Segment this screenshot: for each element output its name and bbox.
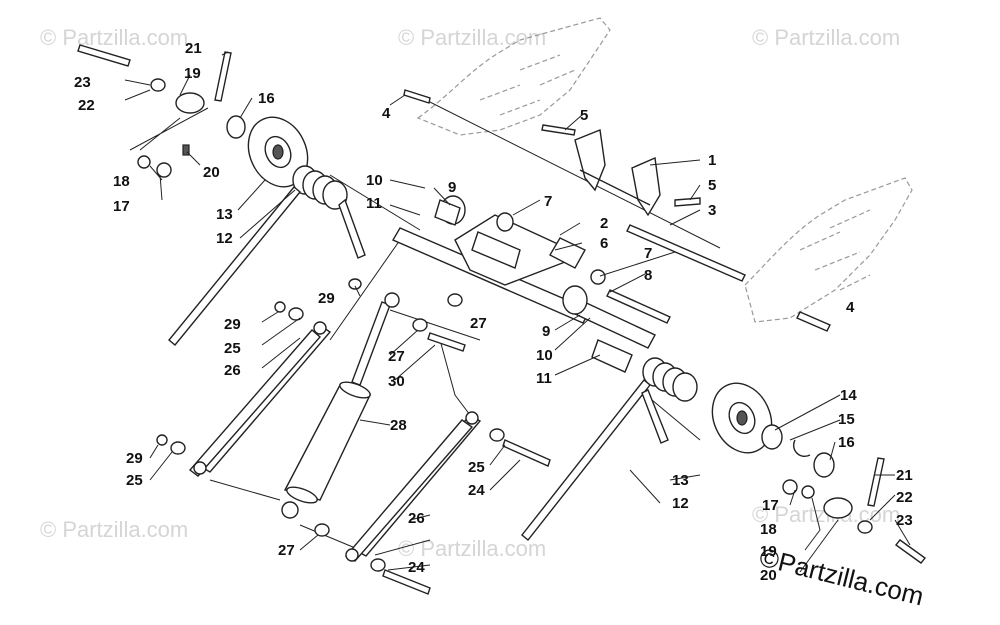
- callout: 17: [113, 198, 130, 215]
- left-idler-wheel: [247, 116, 309, 188]
- callout: 23: [896, 512, 913, 529]
- callout: 22: [896, 489, 913, 506]
- callout: 26: [408, 510, 425, 527]
- callout: 10: [536, 347, 553, 364]
- partzilla-brand-mark: ©Partzilla.com: [757, 542, 927, 612]
- callout: 20: [203, 164, 220, 181]
- callout: 10: [366, 172, 383, 189]
- callout: 27: [470, 315, 487, 332]
- callout: 8: [644, 267, 652, 284]
- callout: 21: [185, 40, 202, 57]
- callout: 2: [600, 215, 608, 232]
- callout: 13: [216, 206, 233, 223]
- callout: 27: [388, 348, 405, 365]
- callout: 1: [708, 152, 716, 169]
- callout: 11: [366, 195, 382, 212]
- lower-rail: [744, 177, 913, 323]
- callout: 20: [760, 567, 777, 584]
- callout: 19: [760, 543, 777, 560]
- callout: 5: [708, 177, 716, 194]
- callout: 29: [224, 316, 241, 333]
- callout: 5: [580, 107, 588, 124]
- right-idler-wheel: [711, 382, 773, 454]
- callout: 26: [224, 362, 241, 379]
- callout: 16: [258, 90, 275, 107]
- callout: 25: [126, 472, 143, 489]
- callout: 12: [672, 495, 689, 512]
- watermark: © Partzilla.com: [752, 25, 900, 50]
- callout: 13: [672, 472, 689, 489]
- callout: 29: [318, 290, 335, 307]
- watermark: © Partzilla.com: [398, 536, 546, 561]
- callout: 15: [838, 411, 855, 428]
- callout: 30: [388, 373, 405, 390]
- upper-shaft: [626, 224, 746, 282]
- right-torsion-spring: [521, 357, 698, 541]
- callout: 18: [113, 173, 130, 190]
- callout: 29: [126, 450, 143, 467]
- callout: 25: [468, 459, 485, 476]
- callout: 17: [762, 497, 779, 514]
- callout: 28: [390, 417, 407, 434]
- callout: 21: [896, 467, 913, 484]
- callout: 3: [708, 202, 716, 219]
- callout: 7: [644, 245, 652, 262]
- axle-bracket: [574, 129, 661, 217]
- shock-absorber: [281, 292, 400, 519]
- callout: 14: [840, 387, 857, 404]
- callout: 24: [468, 482, 485, 499]
- idler-shaft: [606, 289, 671, 324]
- callout: 4: [846, 299, 855, 316]
- pivot-arm: [454, 214, 586, 286]
- callout: 24: [408, 559, 425, 576]
- callout: 9: [542, 323, 550, 340]
- watermark: © Partzilla.com: [40, 25, 188, 50]
- watermark: © Partzilla.com: [40, 517, 188, 542]
- callout: 12: [216, 230, 233, 247]
- right-link-arm: [344, 411, 482, 562]
- upper-rail: [416, 17, 611, 136]
- callout: 6: [600, 235, 608, 252]
- callout: 7: [544, 193, 552, 210]
- callout: 19: [184, 65, 201, 82]
- hardware: [77, 44, 927, 595]
- callout: 27: [278, 542, 295, 559]
- callout: 11: [536, 370, 552, 387]
- left-link-arm: [188, 321, 332, 477]
- watermark: © Partzilla.com: [398, 25, 546, 50]
- callouts: 1 2 3 4 4 5 5 6 7 7 8 9 9 10 10 11 11 12…: [74, 40, 913, 584]
- callout: 25: [224, 340, 241, 357]
- callout: 23: [74, 74, 91, 91]
- leader-lines: [124, 51, 911, 573]
- callout: 16: [838, 434, 855, 451]
- callout: 4: [382, 105, 391, 122]
- callout: 18: [760, 521, 777, 538]
- callout: 9: [448, 179, 456, 196]
- callout: 22: [78, 97, 95, 114]
- left-torsion-spring: [168, 165, 366, 346]
